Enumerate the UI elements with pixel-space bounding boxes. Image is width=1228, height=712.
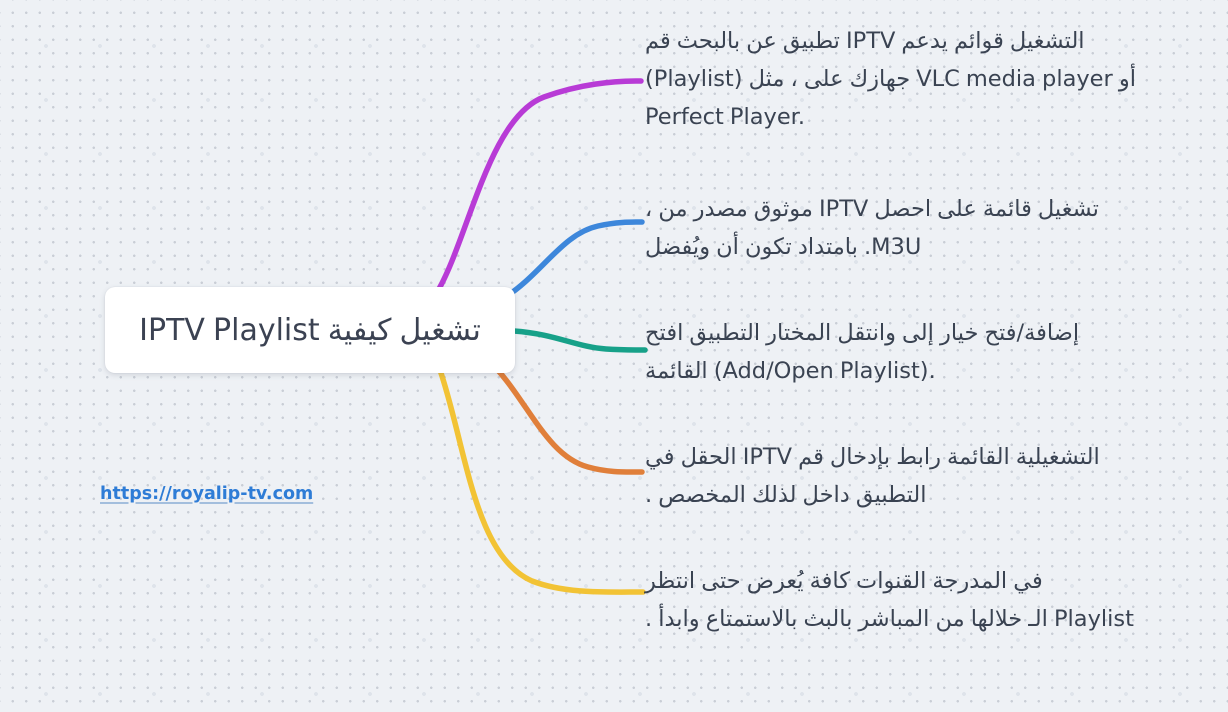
branch-curve-enter-link — [493, 365, 645, 475]
branch-curve-search-app — [433, 78, 644, 297]
branch-curve-open-add-playlist — [511, 328, 648, 353]
branch-curve-get-playlist — [501, 219, 645, 301]
branch-curve-wait-and-watch — [437, 367, 646, 595]
watermark-link[interactable]: https://royalip-tv.com — [100, 484, 314, 504]
